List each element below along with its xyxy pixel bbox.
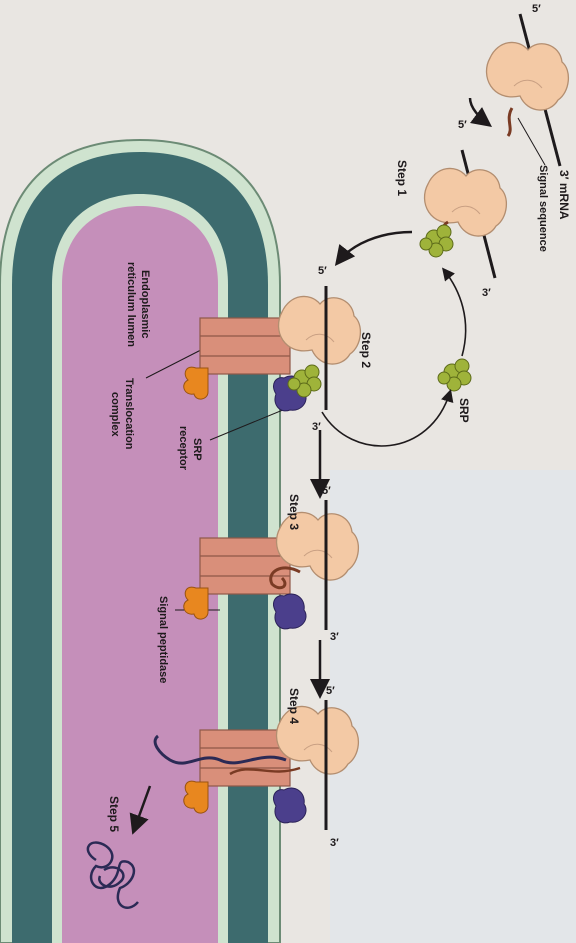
label-3prime-step1: 3′: [482, 287, 491, 299]
label-step5: Step 5: [107, 796, 121, 832]
label-5prime-step4: 5′: [326, 685, 335, 697]
label-er-lumen-line1: Endoplasmic: [139, 270, 151, 338]
label-3prime-step2: 3′: [312, 421, 321, 433]
label-step2: Step 2: [359, 332, 373, 368]
label-translocation-line1: Translocation: [123, 378, 135, 450]
label-srp-receptor-line2: receptor: [177, 426, 189, 471]
label-srp: SRP: [457, 398, 471, 423]
label-5prime-step2: 5′: [318, 265, 327, 277]
label-er-lumen-line2: reticulum lumen: [125, 262, 137, 347]
background-tint: [330, 470, 576, 943]
label-5prime-step3: 5′: [322, 485, 331, 497]
label-mrna: 3′ mRNA: [557, 170, 571, 220]
label-step1: Step 1: [395, 160, 409, 196]
label-5prime-top: 5′: [532, 3, 541, 15]
label-translocation-line2: complex: [109, 392, 121, 438]
label-3prime-step4: 3′: [330, 837, 339, 849]
label-signal-peptidase: Signal peptidase: [157, 596, 169, 683]
label-signal-sequence: Signal sequence: [537, 165, 549, 252]
label-5prime-step1: 5′: [458, 119, 467, 131]
label-3prime-step3: 3′: [330, 631, 339, 643]
label-step4: Step 4: [287, 688, 301, 724]
label-srp-receptor-line1: SRP: [191, 438, 203, 461]
label-step3: Step 3: [287, 494, 301, 530]
